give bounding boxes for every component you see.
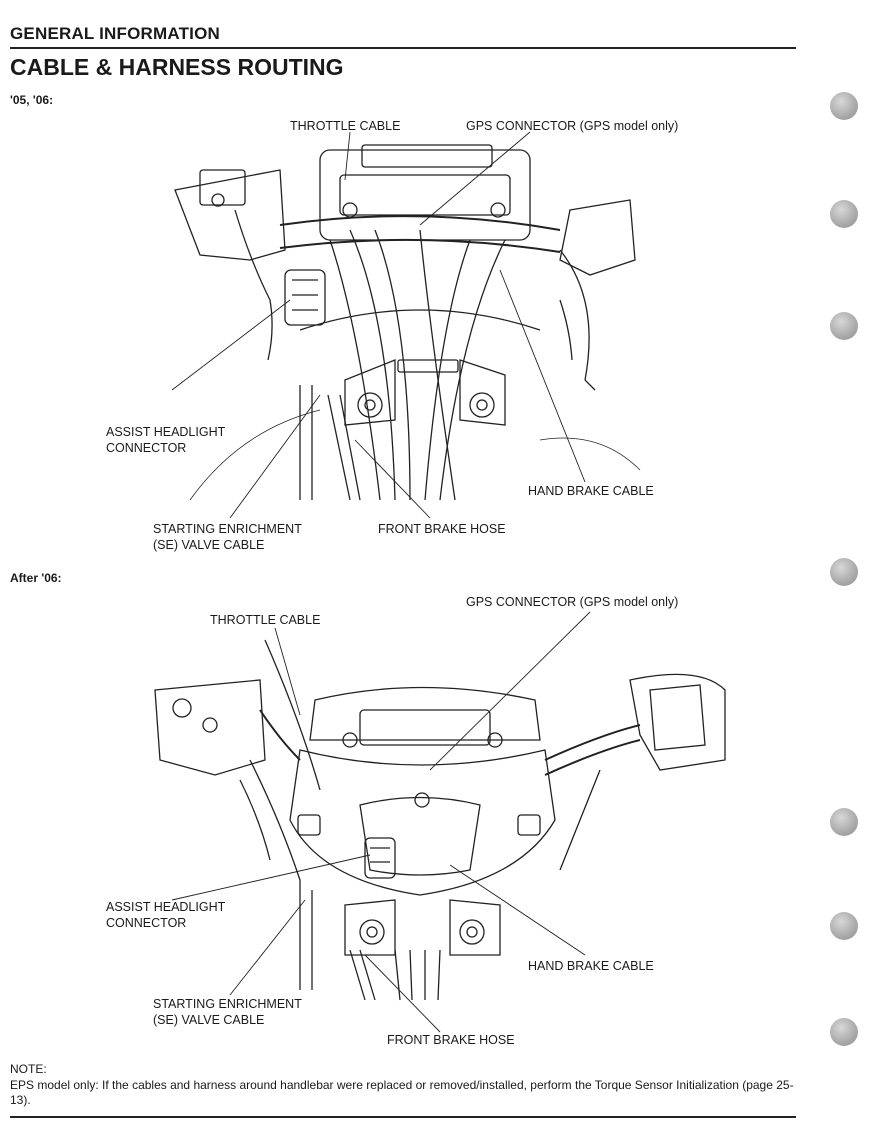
fig1-illustration bbox=[171, 131, 641, 519]
fig2-label-throttle-cable: THROTTLE CABLE bbox=[210, 613, 321, 627]
fig2-label-front-brake-hose: FRONT BRAKE HOSE bbox=[387, 1033, 515, 1047]
fig2-label-hand-brake-cable: HAND BRAKE CABLE bbox=[528, 959, 654, 973]
fig1-label-hand-brake-cable: HAND BRAKE CABLE bbox=[528, 484, 654, 498]
fig1-label-se-valve-cable: STARTING ENRICHMENT (SE) VALVE CABLE bbox=[153, 522, 302, 552]
section-header: GENERAL INFORMATION bbox=[10, 24, 220, 43]
fig2-illustration bbox=[154, 611, 726, 1033]
note-text: EPS model only: If the cables and harnes… bbox=[10, 1078, 794, 1107]
fig1-subheading: '05, '06: bbox=[10, 93, 54, 107]
fig2-subheading: After '06: bbox=[10, 571, 62, 585]
fig2-label-assist-headlight-connector: ASSIST HEADLIGHT CONNECTOR bbox=[106, 900, 226, 930]
fig2-label-se-valve-cable: STARTING ENRICHMENT (SE) VALVE CABLE bbox=[153, 997, 302, 1027]
header-rule bbox=[10, 47, 796, 49]
thumb-tab-icon bbox=[830, 808, 858, 836]
fig1-label-throttle-cable: THROTTLE CABLE bbox=[290, 119, 401, 133]
footer-rule bbox=[10, 1116, 796, 1118]
thumb-tab-icon bbox=[830, 92, 858, 120]
thumb-tab-icon bbox=[830, 912, 858, 940]
fig1-label-gps-connector: GPS CONNECTOR (GPS model only) bbox=[466, 119, 679, 133]
thumb-tab-icon bbox=[830, 200, 858, 228]
thumb-tab-icon bbox=[830, 1018, 858, 1046]
fig1-label-assist-headlight-connector: ASSIST HEADLIGHT CONNECTOR bbox=[106, 425, 226, 455]
fig1-label-front-brake-hose: FRONT BRAKE HOSE bbox=[378, 522, 506, 536]
page-title: CABLE & HARNESS ROUTING bbox=[10, 54, 344, 80]
thumb-tab-icon bbox=[830, 558, 858, 586]
fig2-label-gps-connector: GPS CONNECTOR (GPS model only) bbox=[466, 595, 679, 609]
note-heading: NOTE: bbox=[10, 1062, 47, 1076]
thumb-tab-icon bbox=[830, 312, 858, 340]
